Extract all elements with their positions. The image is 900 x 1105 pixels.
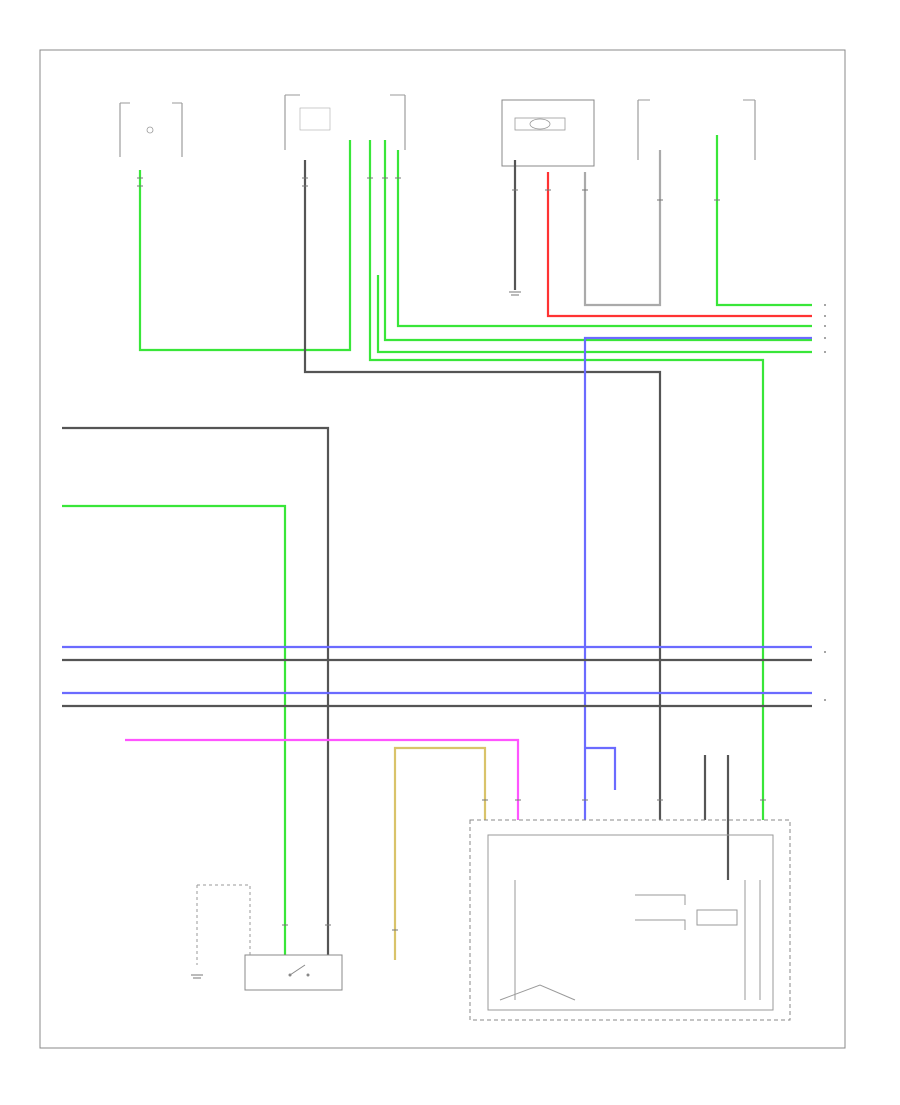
wire-gray-relay bbox=[583, 150, 662, 307]
top-right-sensor-box bbox=[637, 99, 756, 160]
wire-green-center-3 bbox=[396, 150, 812, 328]
bottom-right-module-box bbox=[469, 819, 791, 1021]
top-left-sensor-box bbox=[119, 102, 183, 157]
bottom-left-switch-box bbox=[244, 954, 343, 991]
connector-ticks bbox=[137, 177, 766, 931]
right-edge-terminals bbox=[824, 304, 826, 701]
ground-symbol-bottom-left bbox=[191, 974, 203, 979]
wire-green-center-2 bbox=[383, 140, 812, 342]
wire-black-left bbox=[62, 426, 330, 955]
top-connector-relay-box bbox=[501, 99, 595, 167]
wire-blue-stub bbox=[585, 746, 617, 790]
wire-black-top-center bbox=[303, 160, 662, 820]
bus-pair-upper bbox=[62, 645, 812, 662]
wire-green-center-4 bbox=[376, 275, 812, 354]
bus-pair-lower bbox=[62, 691, 812, 708]
top-center-module-box bbox=[284, 94, 406, 150]
ground-symbol-top bbox=[509, 291, 521, 296]
wire-green-left bbox=[62, 504, 287, 955]
wire-yellow-lower bbox=[393, 746, 487, 960]
diagram-frame bbox=[39, 49, 846, 1049]
wire-green-top-right bbox=[715, 135, 812, 307]
ground-left-dashed bbox=[196, 884, 251, 965]
wire-red-relay bbox=[546, 172, 812, 318]
wire-black-lower-right bbox=[703, 755, 730, 880]
wire-blue-main bbox=[583, 336, 812, 820]
wire-violet-lower bbox=[125, 738, 520, 820]
wire-green-top-left bbox=[138, 140, 352, 352]
wire-green-center-1 bbox=[368, 140, 765, 820]
